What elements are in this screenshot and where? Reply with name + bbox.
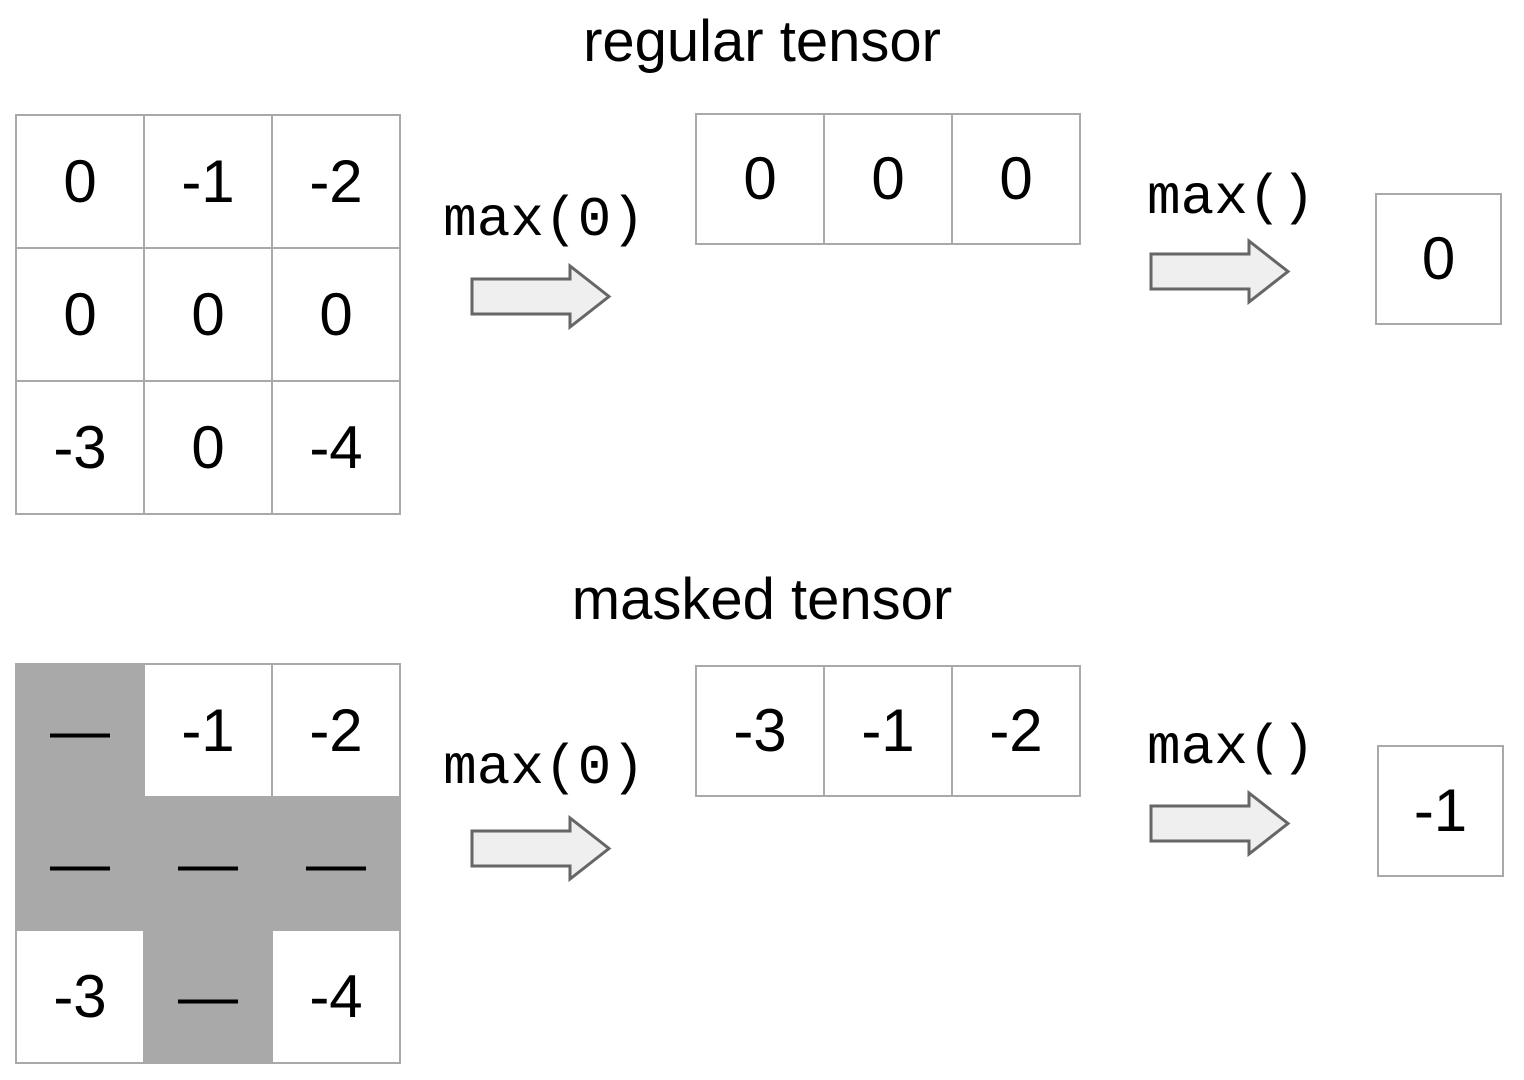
- row-cell: -2: [953, 667, 1079, 795]
- regular-final-result: 0: [1375, 193, 1502, 325]
- matrix-cell: -4: [273, 931, 399, 1062]
- matrix-cell: 0: [273, 249, 399, 380]
- matrix-cell: 0: [145, 249, 271, 380]
- row-cell: -3: [697, 667, 823, 795]
- result-cell: 0: [1377, 195, 1500, 323]
- arrow-right-icon: [1149, 790, 1291, 857]
- row-cell: 0: [697, 115, 823, 243]
- matrix-cell: -2: [273, 665, 399, 796]
- arrow-right-icon: [1149, 238, 1291, 305]
- matrix-cell: -2: [273, 116, 399, 247]
- result-cell: -1: [1379, 747, 1502, 875]
- masked-cell: —: [17, 798, 143, 929]
- matrix-cell: 0: [145, 382, 271, 513]
- masked-matrix: — -1 -2 — — — -3 — -4: [15, 663, 401, 1064]
- row-cell: -1: [825, 667, 951, 795]
- regular-tensor-title: regular tensor: [583, 9, 941, 74]
- matrix-cell: -3: [17, 931, 143, 1062]
- matrix-cell: -3: [17, 382, 143, 513]
- regular-max0-label: max(0): [443, 188, 645, 252]
- arrow-right-icon: [470, 263, 612, 330]
- matrix-cell: -1: [145, 665, 271, 796]
- matrix-cell: 0: [17, 249, 143, 380]
- masked-cell: —: [145, 931, 271, 1062]
- masked-final-result: -1: [1377, 745, 1504, 877]
- matrix-cell: 0: [17, 116, 143, 247]
- regular-matrix: 0 -1 -2 0 0 0 -3 0 -4: [15, 114, 401, 515]
- masked-max0-label: max(0): [443, 736, 645, 800]
- regular-max-label: max(): [1147, 166, 1316, 230]
- matrix-cell: -4: [273, 382, 399, 513]
- masked-row-result: -3 -1 -2: [695, 665, 1081, 797]
- row-cell: 0: [825, 115, 951, 243]
- regular-row-result: 0 0 0: [695, 113, 1081, 245]
- row-cell: 0: [953, 115, 1079, 243]
- matrix-cell: -1: [145, 116, 271, 247]
- masked-cell: —: [145, 798, 271, 929]
- masked-cell: —: [17, 665, 143, 796]
- masked-max-label: max(): [1147, 716, 1316, 780]
- masked-tensor-title: masked tensor: [571, 567, 953, 632]
- arrow-right-icon: [470, 815, 612, 882]
- masked-cell: —: [273, 798, 399, 929]
